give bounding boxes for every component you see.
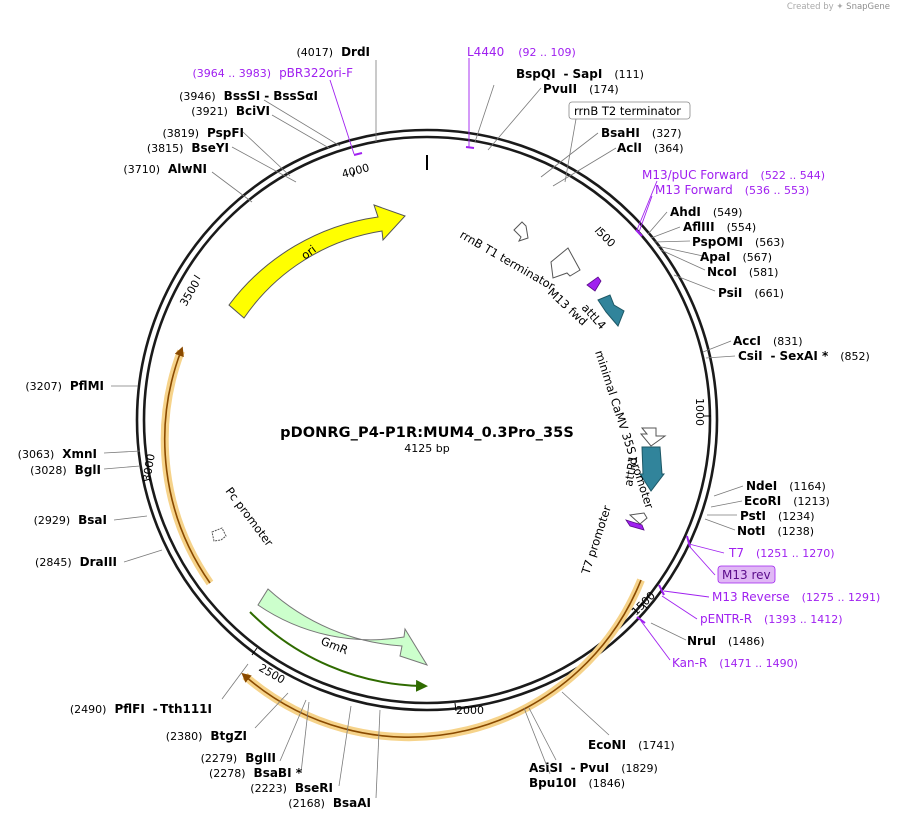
site-btgzi: (2380)BtgZI: [166, 729, 247, 743]
site-bseri: (2223)BseRI: [250, 781, 333, 795]
gmr-feature: [257, 588, 429, 666]
site-pvuii: PvuII(174): [543, 82, 619, 96]
tick-2000: 2000: [456, 704, 484, 717]
plasmid-size: 4125 bp: [404, 442, 450, 455]
primer-marks: [353, 146, 691, 624]
tick-4000: 4000: [340, 161, 370, 181]
site-acci: AccI(831): [733, 334, 803, 348]
t7-promoter-arrow: [628, 512, 648, 525]
snapgene-logo-icon: ✦: [836, 2, 844, 12]
m13-rev-arrow: [625, 519, 645, 531]
site-bgli: (3028)BglI: [30, 463, 101, 477]
map-title-block: pDONRG_P4-P1R:MUM4_0.3Pro_35S 4125 bp: [0, 425, 854, 455]
site-noti: NotI(1238): [737, 524, 814, 538]
backbone-outer: [135, 128, 719, 712]
scale-ticks: [142, 169, 711, 712]
camv-arrow: [639, 427, 667, 447]
rrnb-t2-label: rrnB T2 terminator: [574, 104, 681, 118]
site-pspfi: (3819)PspFI: [162, 126, 244, 140]
primer-m13puc: M13/pUC Forward(522 .. 544): [642, 168, 825, 182]
pc-promoter-label: Pc promoter: [223, 484, 277, 549]
site-ndei: NdeI(1164): [746, 479, 826, 493]
site-pflmi: (3207)PflMI: [25, 379, 104, 393]
site-leaders: [103, 60, 744, 799]
site-asisi: AsiSI-PvuI(1829): [529, 761, 658, 775]
site-bpu10i: Bpu10I(1846): [529, 776, 625, 790]
primer-pbr322: (3964 .. 3983)pBR322ori-F: [193, 66, 354, 80]
site-bspqi: BspQI-SapI(111): [516, 67, 644, 81]
site-pspomi: PspOMI(563): [692, 235, 785, 249]
primer-m13reverse: M13 Reverse(1275 .. 1291): [712, 590, 880, 604]
primer-l4440: L4440(92 .. 109): [467, 45, 576, 59]
site-bsai: (2929)BsaI: [34, 513, 107, 527]
site-csii: CsiI-SexAI *(852): [738, 349, 870, 363]
site-xmni: (3063)XmnI: [18, 447, 97, 461]
orange-band-left: [160, 349, 214, 586]
site-bsabi: (2278)BsaBI *: [209, 766, 303, 780]
primer-m13f: M13 Forward(536 .. 553): [655, 183, 809, 197]
site-afliii: AflIII(554): [683, 220, 756, 234]
site-psti: PstI(1234): [740, 509, 815, 523]
site-alwni: (3710)AlwNI: [123, 162, 207, 176]
site-pflfi: (2490)PflFI-Tth111I: [70, 702, 212, 716]
site-bsahi: BsaHI(327): [601, 126, 682, 140]
site-psii: PsiI(661): [718, 286, 784, 300]
rrnb-t1-label: rrnB T1 terminator: [458, 227, 558, 293]
site-bcivi: (3921)BciVI: [191, 104, 270, 118]
site-bsssi: (3946)BssSI-BssSαI: [179, 89, 318, 103]
primer-t7: T7(1251 .. 1270): [728, 546, 835, 560]
tick-1000: 1000: [693, 398, 706, 426]
site-apai: ApaI(567): [700, 250, 772, 264]
site-draiii: (2845)DraIII: [35, 555, 117, 569]
attr1-label: attR1: [621, 454, 640, 487]
site-bsaai: (2168)BsaAI: [288, 796, 371, 810]
rrnb-t2-arrow: [550, 247, 581, 279]
snapgene-credit: Created by ✦ SnapGene: [787, 2, 890, 12]
primer-kanr: Kan-R(1471 .. 1490): [672, 656, 798, 670]
credit-prefix: Created by: [786, 2, 834, 12]
tick-3000: 3000: [140, 453, 158, 483]
site-bseyi: (3815)BseYI: [147, 141, 229, 155]
attl4-arrow: [597, 294, 625, 327]
m13-fwd-arrow: [586, 276, 602, 292]
site-econi: EcoNI(1741): [588, 738, 675, 752]
gm-cds-line: [249, 611, 428, 692]
site-ahdi: AhdI(549): [670, 205, 742, 219]
site-ecori: EcoRI(1213): [744, 494, 830, 508]
primer-pentr: pENTR-R(1393 .. 1412): [700, 612, 843, 626]
backbone-inner: [142, 135, 712, 705]
ori-feature: [228, 204, 406, 319]
rrnb-t2-box: [568, 101, 691, 120]
m13rev-highlight: [717, 565, 776, 584]
orange-band-left-line: [163, 346, 211, 584]
primer-leaders: [329, 58, 725, 661]
primer-m13rev: M13 rev: [722, 568, 771, 582]
site-nrui: NruI(1486): [687, 634, 765, 648]
site-bglii: (2279)BglII: [201, 751, 276, 765]
plasmid-name: pDONRG_P4-P1R:MUM4_0.3Pro_35S: [280, 425, 574, 441]
site-drdi: (4017)DrdI: [296, 45, 370, 59]
t7-promoter-label: T7 promoter: [578, 503, 614, 576]
site-acli: AclI(364): [617, 141, 684, 155]
orange-band-right-line: [241, 579, 642, 738]
rrnb-t1-arrow: [513, 221, 529, 242]
site-ncoi: NcoI(581): [707, 265, 778, 279]
attr1-arrow: [639, 446, 666, 492]
rrnb-t2-leader: [564, 118, 577, 183]
credit-brand: SnapGene: [846, 2, 890, 12]
pc-promoter-arrow: [211, 527, 227, 542]
